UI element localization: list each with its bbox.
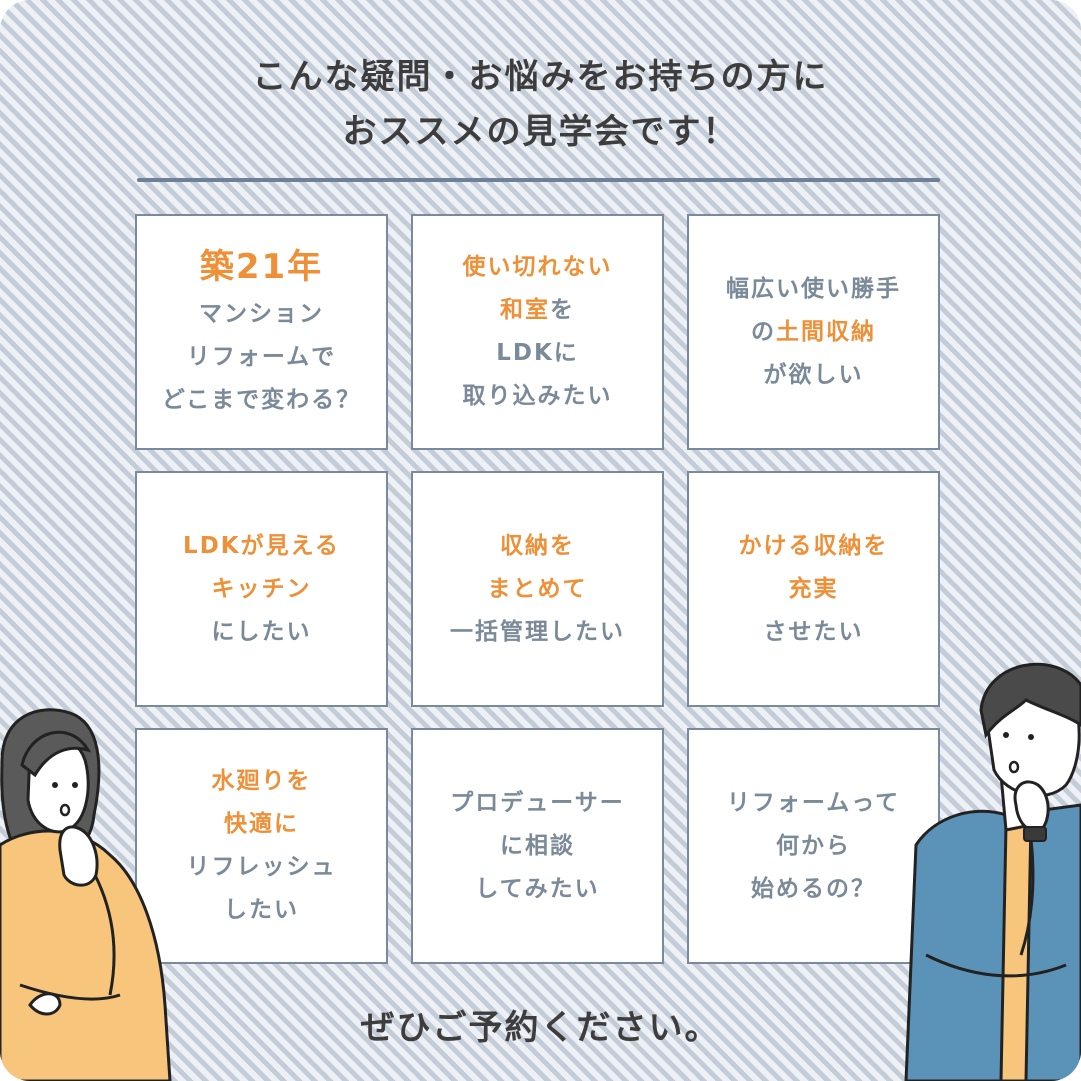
card-text: させたい [763,618,864,645]
card-line: 充実 [789,568,839,611]
footer-call-to-action: ぜひご予約ください。 [360,1008,721,1048]
question-card-4: LDKが見えるキッチンにしたい [135,471,388,707]
card-text: にしたい [211,618,312,645]
card-line: リフォームで [187,336,336,379]
highlight-text: 使い切れない [462,254,613,280]
card-text: リフォームって [726,789,901,816]
card-line: にしたい [212,611,312,654]
highlight-text: まとめて [487,575,588,602]
card-line: 始めるの？ [751,868,876,911]
headline-line-2: おススメの見学会です！ [342,112,739,152]
question-card-8: プロデューサーに相談してみたい [411,728,664,964]
highlight-text: 水廻りを [211,768,312,794]
card-line: リフレッシュ [187,846,337,889]
card-text: どこまで変わる？ [161,386,362,413]
card-text: リフレッシュ [186,854,337,880]
card-line: 取り込みたい [463,375,613,418]
card-line: 快適に [224,803,299,846]
card-text: が欲しい [763,361,864,388]
card-line: したい [224,889,299,932]
card-line: 何から [776,825,851,868]
card-line: かける収納を [739,525,889,568]
card-text: マンション [199,300,324,327]
card-text: に相談 [500,832,575,859]
question-card-9: リフォームって何から始めるの？ [687,728,940,964]
headline: こんな疑問・お悩みをお持ちの方に おススメの見学会です！ [0,50,1081,160]
card-line: 使い切れない [463,246,613,289]
highlight-text: 充実 [788,575,839,602]
card-line: プロデューサー [450,782,625,825]
highlight-text: 快適に [224,811,299,837]
divider [137,178,940,182]
card-text: の [751,318,776,345]
card-text: してみたい [475,875,600,902]
card-text: 幅広い使い勝手 [726,275,901,302]
highlight-text: 土間収納 [776,318,876,345]
card-text: 取り込みたい [462,383,613,409]
card-line: 収納を [500,525,575,568]
card-line: させたい [764,611,864,654]
card-line: LDKに [496,332,579,375]
highlight-text: 築21年 [199,246,324,287]
question-card-3: 幅広い使い勝手の土間収納が欲しい [687,214,940,450]
card-text: 始めるの？ [751,875,876,902]
question-grid: 築21年マンションリフォームでどこまで変わる？ 使い切れない和室を LDKに取り込… [135,214,943,966]
card-line: 水廻りを [212,760,312,803]
card-line: キッチン [212,568,312,611]
card-line: リフォームって [727,782,900,825]
highlight-text: 和室 [500,297,550,323]
card-line: 築21年 [200,243,323,293]
thinking-man-illustration [904,662,1081,1081]
highlight-text: 収納を [500,532,575,559]
card-line: LDKが見える [183,525,340,568]
card-line: してみたい [475,868,599,911]
card-line: に相談 [500,825,575,868]
card-text: LDKに [496,340,579,366]
card-text: プロデューサー [450,789,625,816]
card-line: 幅広い使い勝手 [726,268,901,311]
question-card-6: かける収納を充実させたい [687,471,940,707]
card-text: リフォームで [186,343,337,370]
thinking-woman-illustration [0,708,172,1081]
card-line: 一括管理したい [450,611,625,654]
card-line: どこまで変わる？ [162,379,361,422]
question-card-1: 築21年マンションリフォームでどこまで変わる？ [135,214,388,450]
headline-line-1: こんな疑問・お悩みをお持ちの方に [252,57,829,97]
question-card-2: 使い切れない和室を LDKに取り込みたい [411,214,664,450]
highlight-text: LDKが見える [183,532,340,559]
card-line: マンション [199,293,324,336]
card-text: したい [224,897,299,923]
highlight-text: かける収納を [738,532,889,559]
highlight-text: キッチン [211,575,312,602]
card-line: が欲しい [764,354,864,397]
question-card-7: 水廻りを快適にリフレッシュしたい [135,728,388,964]
question-card-5: 収納をまとめて一括管理したい [411,471,664,707]
card-text: 何から [776,832,851,859]
card-line: まとめて [488,568,588,611]
card-text: を [550,297,575,323]
card-line: の土間収納 [751,311,876,354]
card-line: 和室を [500,289,575,332]
card-text: 一括管理したい [450,618,625,645]
